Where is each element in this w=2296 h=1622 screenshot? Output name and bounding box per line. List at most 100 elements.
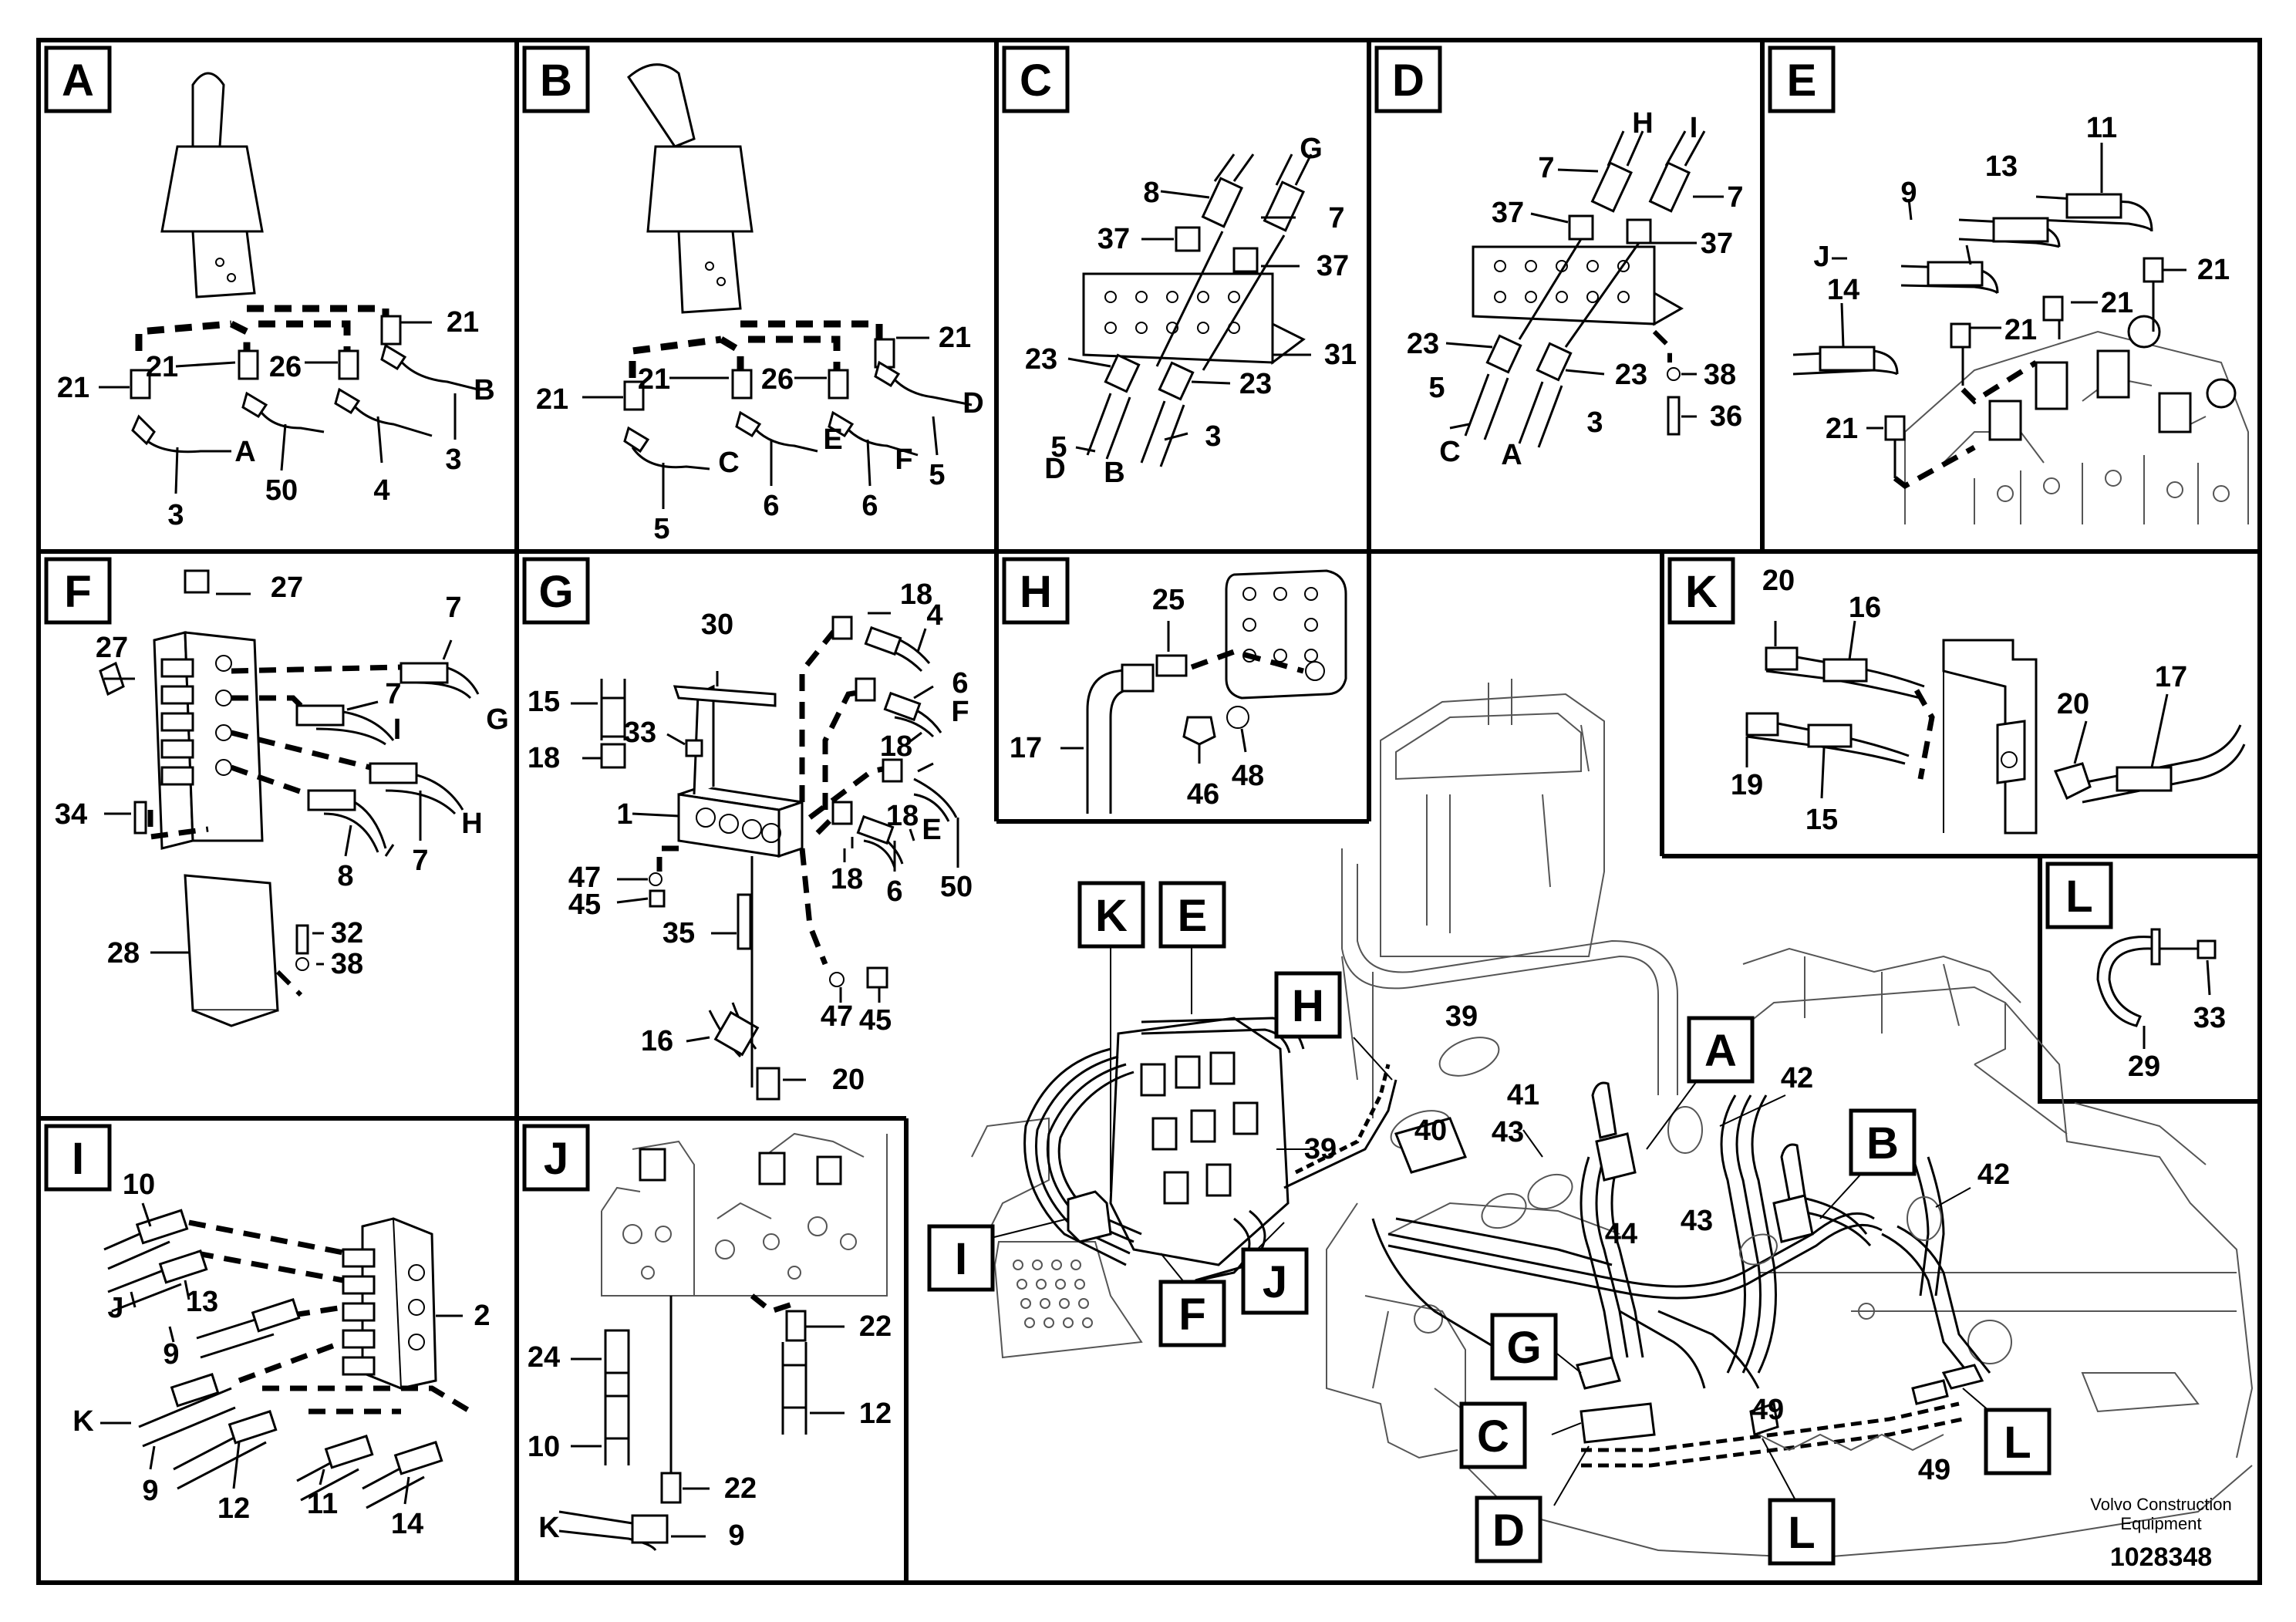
panel-A-drawing	[99, 72, 479, 494]
svg-text:H: H	[1292, 981, 1324, 1031]
svg-text:45: 45	[859, 1004, 892, 1037]
svg-text:A: A	[1704, 1026, 1737, 1076]
svg-text:36: 36	[1710, 400, 1742, 433]
svg-text:27: 27	[271, 572, 303, 604]
svg-text:K: K	[1685, 567, 1718, 617]
svg-text:3: 3	[167, 499, 184, 531]
svg-text:23: 23	[1025, 343, 1057, 376]
svg-text:5: 5	[1428, 372, 1445, 404]
svg-text:49: 49	[1918, 1454, 1950, 1486]
svg-text:42: 42	[1781, 1062, 1813, 1094]
svg-text:32: 32	[331, 917, 363, 949]
svg-text:21: 21	[2004, 314, 2037, 346]
svg-text:I: I	[955, 1234, 967, 1284]
svg-text:17: 17	[1010, 732, 1042, 764]
svg-text:K: K	[72, 1405, 94, 1438]
panel-I-drawing	[100, 1202, 472, 1509]
svg-text:I: I	[72, 1134, 84, 1184]
svg-text:A: A	[1501, 439, 1522, 471]
callout-L2: L	[1984, 1408, 2052, 1475]
svg-text:24: 24	[528, 1341, 560, 1374]
panel-tag-C: C	[1002, 46, 1070, 113]
svg-text:7: 7	[412, 845, 428, 877]
panel-L-labels: 33 29	[2128, 1002, 2226, 1083]
svg-text:21: 21	[1826, 413, 1858, 445]
callout-A: A	[1687, 1016, 1755, 1084]
svg-text:45: 45	[568, 889, 601, 921]
svg-text:47: 47	[568, 862, 601, 894]
svg-text:21: 21	[146, 351, 178, 383]
svg-text:D: D	[963, 387, 983, 420]
svg-text:25: 25	[1152, 584, 1185, 616]
svg-text:9: 9	[142, 1475, 158, 1507]
panel-tag-D: D	[1374, 46, 1442, 113]
svg-text:27: 27	[96, 632, 128, 664]
panel-F-drawing	[99, 569, 480, 1027]
svg-text:4: 4	[926, 599, 942, 632]
svg-text:38: 38	[331, 948, 363, 980]
svg-text:1: 1	[616, 798, 632, 831]
svg-text:18: 18	[880, 730, 912, 763]
panel-F-labels: 27 27 7 7 G I 34 H 8 7 32 28 38	[55, 572, 509, 980]
panel-G-drawing	[571, 612, 959, 1101]
svg-text:H: H	[461, 808, 482, 840]
svg-text:18: 18	[528, 742, 560, 774]
svg-text:I: I	[393, 713, 402, 746]
svg-text:C: C	[1477, 1411, 1509, 1462]
svg-text:C: C	[718, 447, 739, 479]
panel-C-drawing	[1067, 153, 1313, 467]
svg-text:23: 23	[1615, 359, 1647, 391]
panel-tag-J: J	[522, 1124, 590, 1192]
svg-text:20: 20	[1762, 565, 1795, 597]
panel-J-drawing	[558, 1132, 888, 1551]
svg-text:49: 49	[1752, 1394, 1784, 1426]
svg-text:37: 37	[1701, 228, 1733, 260]
callout-J: J	[1241, 1247, 1309, 1315]
svg-text:50: 50	[940, 871, 973, 903]
svg-text:26: 26	[761, 363, 794, 396]
callout-D: D	[1475, 1496, 1542, 1563]
svg-text:37: 37	[1097, 223, 1130, 255]
callout-B: B	[1849, 1108, 1917, 1176]
svg-text:48: 48	[1232, 760, 1264, 792]
svg-text:7: 7	[385, 678, 401, 710]
svg-text:D: D	[1492, 1506, 1525, 1556]
svg-text:F: F	[1178, 1290, 1205, 1340]
svg-text:7: 7	[1538, 152, 1554, 184]
svg-text:35: 35	[663, 917, 695, 949]
svg-text:3: 3	[1205, 420, 1221, 453]
panel-K-labels: 20 16 17 20 19 15	[1731, 565, 2187, 836]
callout-C: C	[1459, 1401, 1527, 1469]
callout-H: H	[1274, 971, 1342, 1039]
svg-text:46: 46	[1187, 778, 1219, 811]
callout-I: I	[927, 1224, 995, 1292]
svg-text:11: 11	[307, 1488, 338, 1520]
svg-text:2: 2	[474, 1300, 490, 1332]
svg-text:15: 15	[528, 686, 560, 718]
panel-D-drawing	[1445, 130, 1724, 448]
svg-text:C: C	[1020, 56, 1052, 106]
svg-text:J: J	[107, 1292, 123, 1324]
panel-I-labels: 10 13 J 9 2 K 9 12 11 14	[72, 1168, 490, 1540]
footer-block: Volvo Construction Equipment 1028348	[2090, 1495, 2231, 1572]
svg-text:20: 20	[832, 1064, 865, 1096]
svg-text:19: 19	[1731, 769, 1763, 801]
svg-text:I: I	[1690, 112, 1698, 144]
svg-text:B: B	[1104, 457, 1124, 489]
panel-tag-E: E	[1768, 46, 1836, 113]
svg-text:22: 22	[724, 1472, 757, 1505]
svg-text:17: 17	[2155, 661, 2187, 693]
svg-text:7: 7	[1727, 181, 1743, 214]
svg-text:11: 11	[2086, 112, 2117, 144]
callout-K: K	[1077, 881, 1145, 949]
svg-text:G: G	[486, 703, 509, 736]
svg-text:30: 30	[701, 609, 733, 641]
svg-text:43: 43	[1681, 1205, 1713, 1237]
panel-H-drawing	[1060, 569, 1347, 814]
svg-text:L: L	[2004, 1418, 2031, 1468]
svg-text:33: 33	[2193, 1002, 2226, 1034]
svg-text:21: 21	[57, 372, 89, 404]
overview-labels: 39 42 41 40 43 39 42 43 44 49 49	[1304, 1000, 2010, 1486]
svg-text:10: 10	[123, 1168, 155, 1201]
